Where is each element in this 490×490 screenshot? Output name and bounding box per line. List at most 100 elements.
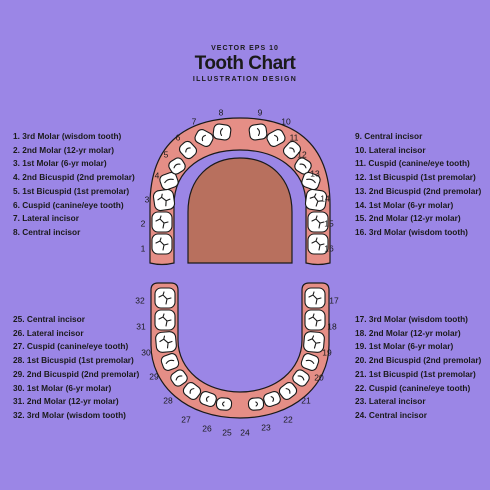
tooth-crown: [151, 211, 173, 233]
upper-right-teeth-list: 1. 3rd Molar (wisdom tooth) 2. 2nd Molar…: [13, 130, 135, 240]
list-item: 1. 3rd Molar (wisdom tooth): [13, 131, 122, 141]
tooth-crown: [248, 123, 268, 141]
lower-tooth-22: [278, 382, 298, 400]
list-item: 24. Central incisor: [355, 409, 427, 420]
lower-tooth-18: [304, 309, 326, 331]
list-item: 25. Central incisor: [13, 314, 85, 324]
tooth-crown: [266, 129, 286, 147]
tooth-fissure: [164, 178, 174, 184]
tooth-fissure: [311, 215, 325, 229]
tooth-crown: [247, 397, 265, 411]
list-item: 30. 1st Molar (6-yr molar): [13, 382, 112, 393]
tooth-fissure: [221, 401, 225, 407]
tooth-fissure: [255, 401, 259, 407]
tooth-number-label: 18: [327, 321, 337, 331]
list-item: 16. 3rd Molar (wisdom tooth): [355, 226, 468, 237]
upper-tooth-7: [194, 129, 214, 147]
list-item: 28. 1st Bicuspid (1st premolar): [13, 355, 134, 366]
lower-tooth-25: [215, 397, 233, 411]
list-item: 12. 1st Bicuspid (1st premolar): [355, 172, 476, 183]
list-item: 14. 1st Molar (6-yr molar): [355, 199, 454, 210]
tooth-number-label: 11: [290, 132, 299, 142]
list-item: 20. 2nd Bicuspid (2nd premolar): [355, 355, 482, 366]
upper-tooth-15: [307, 211, 329, 233]
tooth-crown: [178, 140, 198, 160]
list-item: 22. Cuspid (canine/eye tooth): [355, 382, 471, 393]
tooth-fissure: [175, 375, 183, 381]
list-item: 15. 2nd Molar (12-yr molar): [355, 213, 461, 224]
lower-right-teeth-list: 25. Central incisor 26. Lateral incisor …: [13, 313, 139, 423]
tooth-fissure: [155, 237, 169, 251]
lower-tooth-29: [160, 353, 180, 371]
tooth-number-label: 16: [324, 243, 334, 253]
upper-tooth-8: [212, 123, 232, 141]
list-item: 21. 1st Bicuspid (1st premolar): [355, 368, 476, 379]
tooth-crown: [170, 369, 188, 387]
upper-left-teeth-list: 9. Central incisor 10. Lateral incisor 1…: [355, 130, 481, 240]
tooth-number-label: 3: [145, 194, 150, 204]
tooth-fissure: [307, 335, 321, 349]
tooth-crown: [154, 309, 176, 331]
upper-tooth-14: [304, 188, 328, 212]
lower-tooth-24: [247, 397, 265, 411]
tooth-crown: [304, 287, 326, 309]
tooth-crown: [151, 233, 173, 255]
tooth-fissure: [297, 375, 305, 381]
tooth-fissure: [270, 396, 275, 402]
tooth-number-label: 5: [164, 149, 169, 159]
tooth-fissure: [274, 134, 279, 142]
list-item: 10. Lateral incisor: [355, 144, 426, 155]
tooth-crown: [155, 331, 177, 353]
lower-tooth-30: [155, 331, 177, 353]
tooth-number-label: 17: [329, 295, 339, 305]
lower-tooth-19: [303, 331, 325, 353]
tooth-crown: [304, 309, 326, 331]
tooth-crown: [307, 211, 329, 233]
tooth-number-label: 29: [149, 371, 159, 381]
tooth-crown: [212, 123, 232, 141]
lower-teeth: [154, 287, 326, 411]
list-item: 2. 2nd Molar (12-yr molar): [13, 144, 114, 155]
tooth-fissure: [256, 127, 261, 137]
lower-tooth-32: [154, 287, 176, 309]
lower-tooth-23: [263, 391, 281, 407]
upper-tooth-10: [266, 129, 286, 147]
tooth-number-label: 23: [261, 422, 271, 432]
tooth-crown: [278, 382, 298, 400]
list-item: 31. 2nd Molar (12-yr molar): [13, 396, 119, 407]
upper-arch: [149, 117, 331, 266]
tooth-fissure: [285, 388, 291, 394]
tooth-fissure: [157, 193, 171, 207]
list-item: 23. Lateral incisor: [355, 396, 426, 407]
tooth-fissure: [158, 291, 172, 305]
upper-tooth-1: [151, 233, 173, 255]
tooth-fissure: [173, 163, 181, 169]
tooth-crown: [300, 353, 320, 371]
lower-tooth-21: [292, 369, 310, 387]
tooth-fissure: [306, 178, 316, 184]
tooth-number-label: 4: [155, 170, 160, 180]
list-item: 3. 1st Molar (6-yr molar): [13, 158, 107, 169]
upper-tooth-5: [168, 157, 186, 175]
tooth-crown: [159, 171, 179, 191]
list-item: 29. 2nd Bicuspid (2nd premolar): [13, 368, 140, 379]
tooth-crown: [303, 331, 325, 353]
upper-tooth-12: [294, 157, 312, 175]
tooth-fissure: [219, 127, 224, 137]
lower-left-teeth-list: 17. 3rd Molar (wisdom tooth) 18. 2nd Mol…: [355, 313, 481, 423]
upper-tooth-6: [178, 140, 198, 160]
lower-tooth-20: [300, 353, 320, 371]
tooth-number-label: 2: [141, 218, 146, 228]
header-subtitle-top: VECTOR EPS 10: [211, 45, 279, 52]
tooth-fissure: [289, 147, 295, 153]
tooth-crown: [160, 353, 180, 371]
tooth-number-label: 31: [136, 321, 146, 331]
tooth-number-label: 13: [310, 168, 320, 178]
tooth-fissure: [155, 215, 169, 229]
upper-tooth-2: [151, 211, 173, 233]
list-item: 6. Cuspid (canine/eye tooth): [13, 199, 124, 210]
tooth-number-label: 9: [258, 107, 263, 117]
tooth-fissure: [165, 359, 175, 364]
list-item: 18. 2nd Molar (12-yr molar): [355, 327, 461, 338]
